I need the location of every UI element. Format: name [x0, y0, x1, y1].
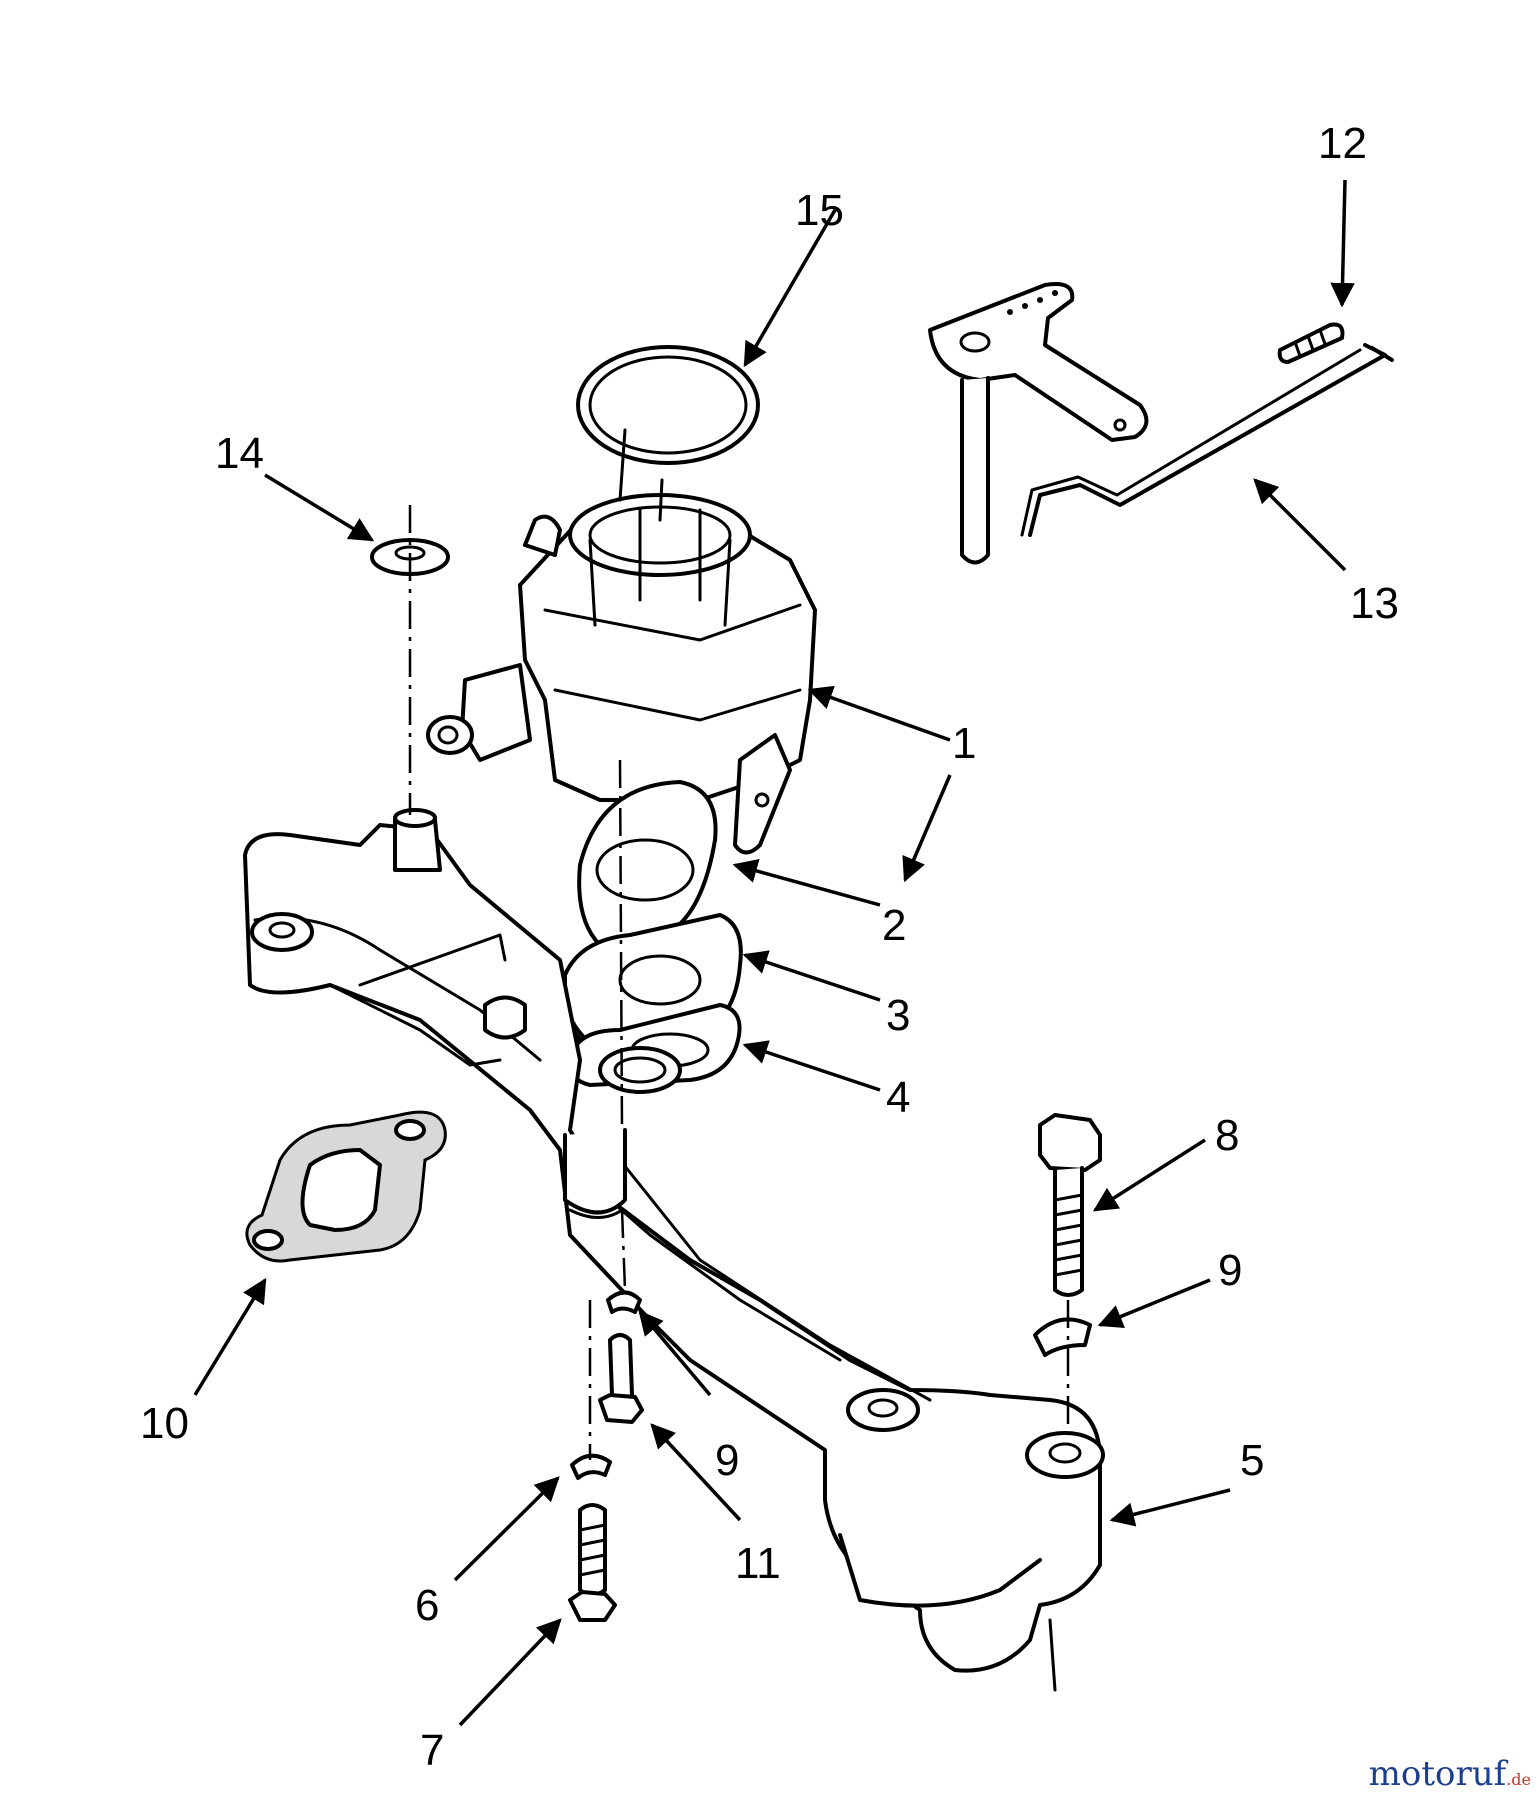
- callout-13: 13: [1350, 579, 1399, 628]
- bolt-part-11: [598, 1333, 644, 1424]
- callout-leaders: [193, 179, 1355, 1727]
- lock-washer-part-9-left: [606, 1290, 642, 1314]
- callout-6: 6: [415, 1581, 439, 1630]
- callout-2: 2: [882, 901, 906, 950]
- callout-14: 14: [215, 429, 264, 478]
- exhaust-gasket-part-10: [245, 1110, 447, 1263]
- callout-labels: 1 2 3 4 5 6 7 8 9 9 10 11 12 13 14 15: [140, 119, 1399, 1775]
- callout-7: 7: [420, 1726, 444, 1775]
- watermark-suffix: .de: [1506, 1770, 1531, 1789]
- carburetor: [426, 428, 817, 855]
- assembly-centerlines: [408, 505, 1070, 1460]
- screw-part: [1277, 322, 1345, 364]
- watermark-logo: motoruf.de: [1369, 1754, 1531, 1794]
- bolt-part-7: [568, 1503, 617, 1622]
- lock-washer-part-6: [570, 1453, 612, 1480]
- callout-9-right: 9: [1218, 1246, 1242, 1295]
- callout-9-left: 9: [715, 1436, 739, 1485]
- callout-3: 3: [886, 991, 910, 1040]
- callout-15: 15: [795, 186, 844, 235]
- callout-4: 4: [886, 1073, 910, 1122]
- lock-washer-part-9-right: [1033, 1317, 1092, 1357]
- intake-manifold: [243, 808, 1105, 1692]
- watermark-main: motoruf: [1368, 1754, 1507, 1794]
- callout-1: 1: [952, 719, 976, 768]
- throttle-rod: [1020, 343, 1394, 537]
- callout-5: 5: [1240, 1436, 1264, 1485]
- callout-12: 12: [1318, 119, 1367, 168]
- callout-11: 11: [735, 1539, 781, 1588]
- bolt-part-8: [1038, 1113, 1102, 1297]
- callout-8: 8: [1215, 1111, 1239, 1160]
- o-ring-part: [576, 345, 760, 465]
- carburetor-gasket-part-2: [577, 780, 718, 947]
- callout-10: 10: [140, 1399, 189, 1448]
- throttle-lever: [928, 282, 1149, 565]
